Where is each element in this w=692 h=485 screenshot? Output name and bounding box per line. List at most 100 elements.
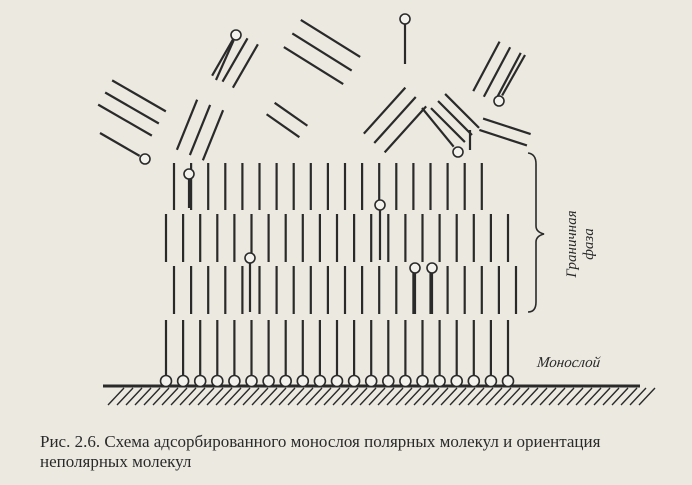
substrate-hatch (548, 387, 566, 406)
boundary-phase-label-line1: Граничная (564, 210, 580, 278)
substrate-hatch (215, 387, 233, 406)
boundary-phase-brace (527, 152, 545, 313)
polar-head (416, 374, 429, 388)
polar-head (228, 374, 241, 388)
substrate-hatch (431, 387, 449, 406)
polar-head (176, 374, 190, 388)
substrate-hatch (620, 387, 638, 406)
polar-head (193, 374, 207, 388)
nonpolar-molecule (283, 46, 344, 86)
adsorption-diagram (97, 13, 656, 406)
nonpolar-molecule (300, 18, 361, 58)
substrate-hatch (521, 387, 539, 406)
substrate-hatch (332, 387, 350, 406)
substrate-hatch (350, 387, 368, 406)
substrate-hatch (404, 387, 422, 406)
polar-head (493, 95, 505, 107)
substrate-hatch (467, 387, 485, 406)
substrate-hatch (107, 387, 125, 406)
polar-head (501, 374, 515, 388)
substrate-hatch (224, 387, 242, 406)
nonpolar-molecule (188, 104, 212, 156)
polar-head (279, 374, 293, 388)
hydrocarbon-tail (214, 39, 235, 81)
nonpolar-molecule (430, 107, 466, 143)
substrate-hatch (476, 387, 494, 406)
substrate-hatch (368, 387, 386, 406)
chaotic-molecules (97, 13, 531, 165)
nonpolar-molecule (231, 43, 259, 89)
nonpolar-molecule (383, 105, 427, 154)
nonpolar-molecule (472, 41, 501, 92)
nonpolar-molecule (221, 37, 249, 83)
substrate-hatch (530, 387, 548, 406)
caption-line2: неполярных молекул (40, 452, 192, 471)
substrate-hatch (269, 387, 287, 406)
polar-head (381, 374, 395, 388)
substrate-hatch (440, 387, 458, 406)
nonpolar-molecule (493, 52, 522, 103)
substrate-hatch (260, 387, 278, 406)
substrate-hatch (125, 387, 143, 406)
substrate-hatch (134, 387, 152, 406)
substrate-hatch (458, 387, 476, 406)
monolayer (159, 320, 515, 388)
substrate-hatch (395, 387, 413, 406)
substrate-hatch (305, 387, 323, 406)
polar-head (364, 374, 378, 388)
polar-head (183, 168, 195, 180)
substrate-hatch (377, 387, 395, 406)
polar-head (374, 199, 386, 211)
polar-head (426, 262, 438, 274)
polar-head (245, 374, 258, 388)
nonpolar-molecule (482, 117, 531, 136)
nonpolar-molecule (97, 103, 153, 137)
substrate-hatch (314, 387, 332, 406)
substrate-hatch (251, 387, 269, 406)
substrate-hatch (557, 387, 575, 406)
substrate-hatch (566, 387, 584, 406)
substrate-hatch (413, 387, 431, 406)
boundary-phase-label-line2: фаза (581, 228, 597, 260)
nonpolar-molecule (479, 128, 528, 147)
nonpolar-molecule (201, 109, 225, 161)
substrate (103, 384, 656, 406)
nonpolar-molecule (291, 32, 353, 72)
polar-head (484, 374, 498, 388)
nonpolar-molecule (104, 91, 160, 125)
substrate-hatch (287, 387, 305, 406)
substrate-hatch (638, 387, 656, 406)
substrate-hatch (629, 387, 647, 406)
substrate-hatch (539, 387, 557, 406)
substrate-hatch (359, 387, 377, 406)
hydrocarbon-tail (501, 54, 526, 97)
substrate-hatch (449, 387, 467, 406)
substrate-hatch (206, 387, 224, 406)
nonpolar-molecule (111, 79, 167, 113)
polar-head (330, 374, 344, 388)
figure-caption: Рис. 2.6. Схема адсорбированного моносло… (40, 432, 680, 472)
polar-head (433, 374, 446, 388)
substrate-hatch (503, 387, 521, 406)
substrate-hatch (143, 387, 161, 406)
polar-head (347, 374, 361, 388)
polar-head (399, 374, 412, 388)
substrate-hatch (152, 387, 170, 406)
substrate-hatch (494, 387, 512, 406)
polar-head (159, 374, 173, 388)
substrate-hatch (575, 387, 593, 406)
caption-line1: Рис. 2.6. Схема адсорбированного моносло… (40, 432, 601, 451)
polar-head (409, 262, 421, 274)
substrate-hatch (197, 387, 215, 406)
nonpolar-molecule (363, 86, 407, 135)
substrate-hatch (296, 387, 314, 406)
substrate-hatch (602, 387, 620, 406)
hydrocarbon-tail (99, 132, 141, 157)
polar-head (450, 374, 464, 388)
substrate-hatch (116, 387, 134, 406)
substrate-hatch (233, 387, 251, 406)
substrate-hatch (593, 387, 611, 406)
substrate-hatch (170, 387, 188, 406)
substrate-hatch (278, 387, 296, 406)
boundary-phase-label: Граничная фаза (564, 184, 598, 304)
